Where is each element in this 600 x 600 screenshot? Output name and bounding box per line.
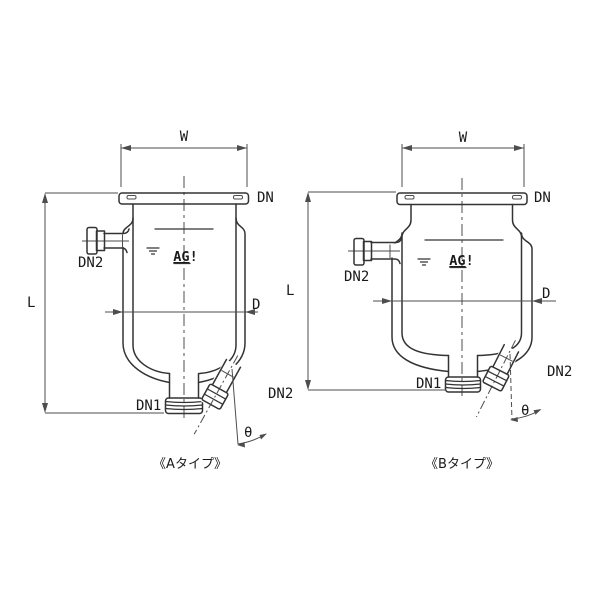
vessel-a-upper-nozzle [82, 226, 130, 255]
vessel-b-angle [509, 353, 542, 422]
caption-type-a: 《Aタイプ》 [153, 457, 227, 472]
thread-line [444, 386, 482, 390]
agi-logo-mark: ! [466, 253, 474, 269]
dim-label-w: W [180, 129, 189, 145]
dim-label-l: L [286, 283, 294, 299]
dim-label-l: L [27, 295, 35, 311]
nozzle-label-dn2-lower: DN2 [547, 364, 572, 380]
caption-type-b: 《Bタイプ》 [425, 457, 499, 472]
jacket-wall-right [197, 217, 246, 384]
vessel-a-bottom-outlet [164, 372, 204, 415]
outlet-label-dn1: DN1 [136, 398, 161, 414]
nozzle-label-dn2-upper: DN2 [78, 255, 103, 271]
flange-plate [118, 192, 250, 205]
vessel-a-lower-nozzle [193, 355, 242, 435]
inner-wall-right [476, 203, 523, 357]
angle-reference-line [231, 368, 239, 445]
vessel-a-dim-l [42, 192, 164, 414]
flange-slot-left [404, 195, 415, 200]
agi-logo-underlined: AG [449, 253, 465, 269]
nozzle-tick [499, 354, 513, 362]
dim-label-d: D [542, 286, 550, 302]
nozzle-cap [353, 237, 365, 266]
angle-label-theta: θ [521, 403, 529, 419]
vessel-a: W DN DN2 L D DN1 DN2 θ AG! 《Aタイプ》 [27, 129, 293, 472]
nozzle-tick [221, 370, 235, 378]
liquid-level-mark [417, 258, 431, 266]
vessel-b-dim-w [401, 144, 525, 187]
nozzle-label-dn2-lower: DN2 [268, 386, 293, 402]
agi-logo-underlined: AG [173, 249, 189, 265]
dim-label-d: D [252, 297, 260, 313]
thread-line [444, 379, 482, 383]
thread-line [164, 404, 204, 407]
outlet-label-dn1: DN1 [416, 376, 441, 392]
vessel-b-lower-nozzle [475, 340, 520, 418]
flange-slot-left [126, 195, 137, 200]
nozzle-axis [193, 355, 239, 435]
nozzle-cap [482, 365, 510, 392]
vessel-b-dim-d [373, 298, 556, 304]
agi-logo: AG! [449, 253, 473, 269]
vessel-b-flange [396, 192, 528, 206]
vessel-a-dim-d [105, 309, 258, 315]
thread-line [444, 383, 482, 386]
vessel-a-angle [231, 368, 267, 448]
flange-label-dn: DN [257, 190, 274, 206]
vessel-b: W DN DN2 L D DN1 DN2 θ AG! 《Bタイプ》 [286, 130, 572, 472]
nozzle-cap [86, 226, 98, 255]
flange-plate [396, 192, 528, 206]
inner-wall-left [132, 203, 171, 375]
agi-logo: AG! [173, 249, 197, 265]
vessel-a-flange [118, 192, 250, 205]
angle-reference-line [509, 353, 513, 421]
jacket-wall-left [391, 232, 450, 373]
inner-wall-left [401, 203, 450, 357]
angle-label-theta: θ [244, 425, 252, 441]
vessel-b-upper-nozzle [348, 237, 403, 266]
flange-slot-right [512, 195, 522, 200]
dim-label-w: W [459, 130, 468, 146]
flange-slot-right [233, 195, 243, 200]
liquid-level-mark [146, 247, 160, 255]
agi-logo-mark: ! [190, 249, 198, 265]
flange-label-dn: DN [534, 190, 551, 206]
thread-block [164, 397, 204, 415]
nozzle-label-dn2-upper: DN2 [344, 269, 369, 285]
vessel-a-dim-w [120, 144, 248, 187]
jacket-wall-left [122, 217, 171, 384]
thread-line [164, 400, 204, 404]
vessel-b-bottom-outlet [444, 354, 482, 393]
thread-line [164, 407, 204, 411]
nozzle-cap [201, 383, 229, 410]
vessel-b-dim-l [305, 191, 446, 391]
